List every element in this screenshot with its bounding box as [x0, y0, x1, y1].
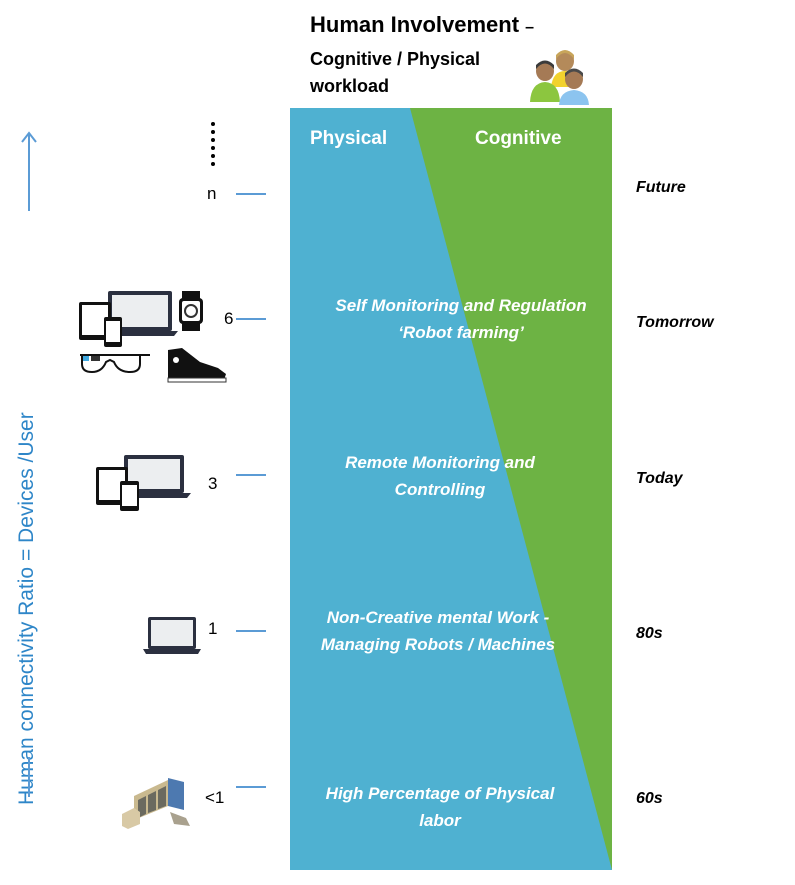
stage-line-2: Controlling [394, 480, 486, 499]
subtitle-line-2: workload [310, 76, 390, 96]
stage-line-1: Self Monitoring and Regulation [335, 296, 587, 315]
devices-group-3 [95, 454, 193, 512]
tick-1 [236, 630, 266, 632]
laptop-icon [143, 617, 201, 654]
devices-group-less-than-1 [120, 776, 194, 830]
cognitive-column-label: Cognitive [475, 128, 562, 149]
industrial-machine-icon [122, 778, 190, 829]
stage-line-2: ‘Robot farming’ [398, 323, 524, 342]
tablet-icon [79, 302, 111, 340]
smart-glasses-icon [80, 354, 150, 374]
subtitle-line-1: Cognitive / Physical [310, 49, 481, 69]
stage-line-2: Managing Robots / Machines [320, 635, 556, 654]
title-dash: – [525, 19, 535, 36]
ratio-3: 3 [208, 474, 218, 493]
era-tomorrow: Tomorrow [636, 314, 714, 331]
diagram-title: Human Involvement – [310, 12, 534, 38]
laptop-icon [102, 291, 178, 336]
axis-arrow-up-icon [20, 130, 38, 144]
ratio-6: 6 [224, 309, 234, 328]
ratio-less-than-1: <1 [205, 788, 225, 807]
ratio-1: 1 [208, 619, 218, 638]
diagram-subtitle: Cognitive / Physical workload [310, 46, 530, 100]
era-today: Today [636, 470, 683, 487]
title-text: Human Involvement [310, 12, 520, 37]
tick-3 [236, 474, 266, 476]
era-60s: 60s [636, 790, 663, 807]
stage-remote-monitoring: Remote Monitoring and Controlling [290, 449, 590, 503]
stage-non-creative-work: Non-Creative mental Work - Managing Robo… [290, 604, 586, 658]
tick-n [236, 193, 266, 195]
stage-physical-labor: High Percentage of Physical labor [290, 780, 590, 834]
devices-group-6 [78, 290, 233, 386]
tick-less-than-1 [236, 786, 266, 788]
devices-group-1 [142, 616, 202, 656]
era-80s: 80s [636, 625, 663, 642]
era-future: Future [636, 179, 686, 196]
stage-line-2: labor [419, 811, 461, 830]
people-group-icon [527, 47, 592, 105]
smartwatch-icon [179, 291, 203, 331]
stage-self-monitoring: Self Monitoring and Regulation ‘Robot fa… [300, 292, 622, 346]
axis-label: Human connectivity Ratio = Devices /User [15, 412, 38, 805]
smartphone-icon [104, 317, 122, 347]
stage-line-1: Non-Creative mental Work - [326, 608, 550, 627]
tick-6 [236, 318, 266, 320]
axis-base-line [28, 757, 30, 797]
ratio-n: n [207, 184, 217, 203]
axis-arrow-line [28, 133, 30, 211]
continuation-dots [211, 122, 217, 170]
physical-column-label: Physical [310, 128, 388, 149]
sneaker-icon [167, 348, 227, 383]
stage-line-1: High Percentage of Physical [325, 784, 555, 803]
workload-band [290, 108, 612, 870]
physical-area [290, 108, 612, 870]
smartphone-icon [120, 481, 139, 511]
stage-line-1: Remote Monitoring and [345, 453, 535, 472]
